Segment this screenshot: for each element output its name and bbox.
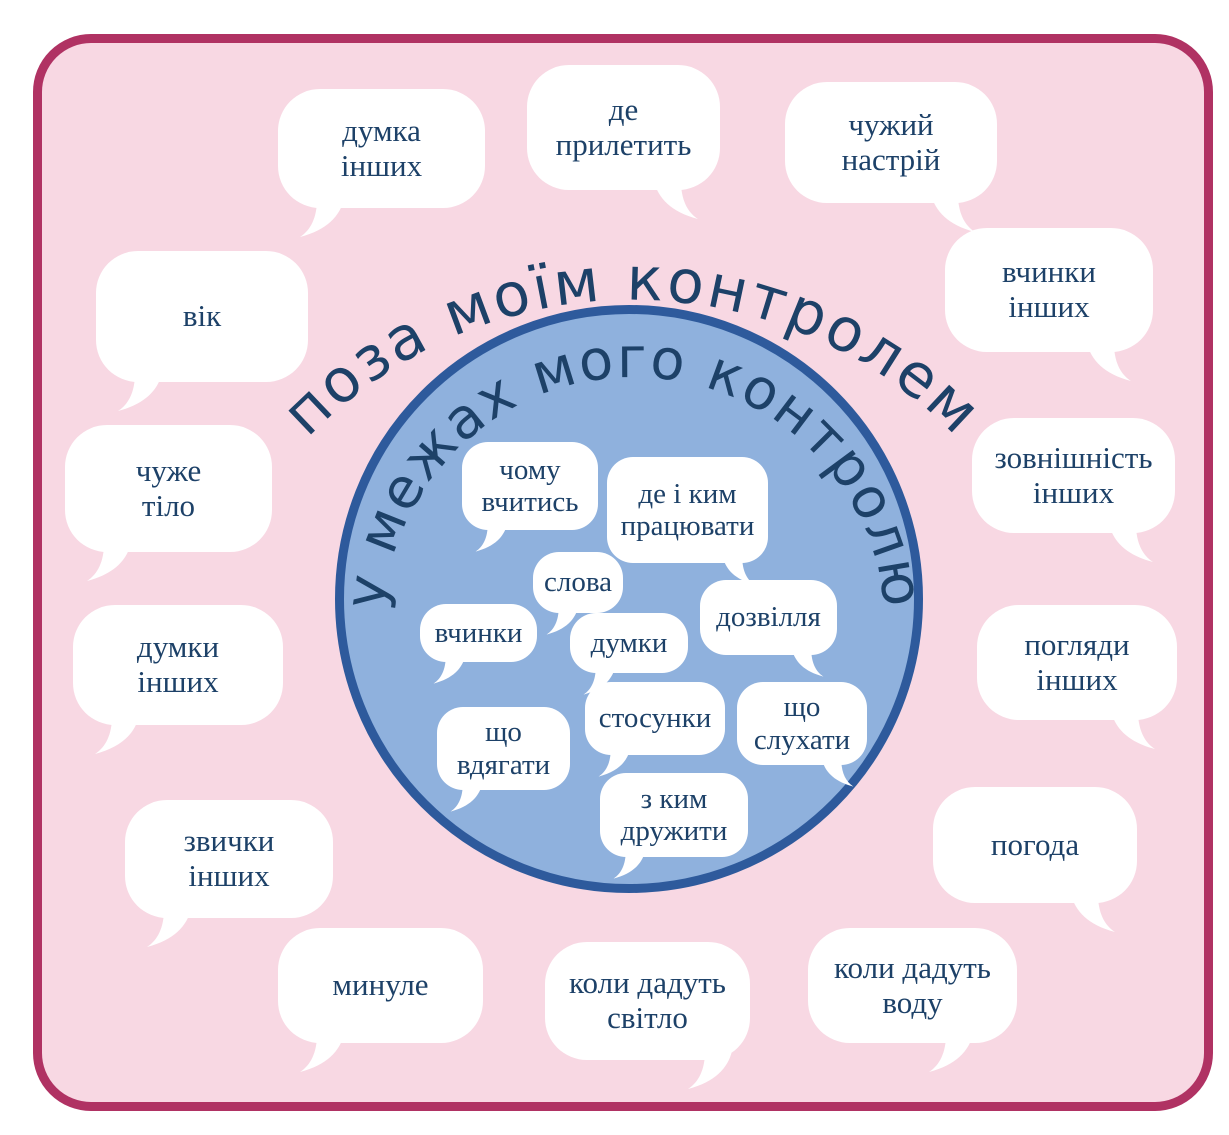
bubble-tail — [87, 543, 131, 581]
bubble-text: прилетить — [555, 126, 692, 162]
outer-bubble-de-pryletyt: де прилетить — [527, 65, 720, 219]
inner-bubble-vchynky: вчинки — [420, 604, 537, 684]
outer-bubble-koly-dadut-vodu: коли дадуть воду — [808, 928, 1017, 1072]
bubble-text: інших — [1008, 289, 1090, 324]
bubble-tail — [822, 759, 854, 787]
inner-bubble-shcho-slukhaty: що слухати — [737, 682, 867, 787]
bubble-text: чому — [499, 453, 561, 486]
bubble-text: вчинки — [1002, 254, 1096, 290]
outer-bubble-pohliady-inshykh: погляди інших — [977, 605, 1177, 749]
bubble-tail — [118, 373, 162, 411]
bubble-text: чужий — [848, 106, 934, 142]
bubble-text: коли дадуть — [834, 949, 991, 985]
bubble-text: що — [783, 691, 821, 724]
bubble-text: чуже — [135, 452, 202, 488]
bubble-tail — [583, 667, 615, 695]
outer-bubble-zvychky-inshykh: звички інших — [125, 800, 333, 947]
bubble-tail — [688, 1051, 732, 1089]
outer-bubble-dumka-inshykh: думка інших — [278, 89, 485, 237]
bubble-text: де і ким — [638, 477, 737, 510]
bubble-text: вік — [182, 298, 222, 334]
bubble-tail — [723, 557, 755, 585]
bubble-text: погода — [990, 826, 1080, 862]
bubble-text: інших — [1032, 474, 1115, 510]
bubble-text: думка — [342, 112, 421, 148]
bubble-text: зовнішність — [994, 439, 1153, 475]
inner-bubble-slova: слова — [533, 552, 623, 635]
bubble-tail — [147, 909, 191, 947]
bubble-tail — [931, 194, 975, 232]
bubble-text: інших — [1036, 661, 1118, 697]
outer-bubble-dumky-inshykh: думки інших — [73, 605, 283, 754]
bubble-text: стосунки — [598, 702, 712, 735]
bubble-tail — [433, 656, 465, 684]
bubble-text: дружити — [620, 815, 728, 847]
inner-bubble-dozvillia: дозвілля — [700, 580, 837, 677]
bubble-text: тіло — [141, 487, 196, 523]
bubble-tail — [1087, 343, 1131, 381]
outer-bubble-vik: вік — [96, 251, 308, 411]
inner-bubble-z-kym-druzhyty: з ким дружити — [600, 773, 748, 879]
bubble-text: коли дадуть — [569, 965, 726, 1001]
bubble-text: вдягати — [456, 748, 551, 781]
inner-bubble-chomu-vchytys: чому вчитись — [462, 442, 598, 552]
bubble-text: минуле — [332, 967, 429, 1003]
bubble-text: погляди — [1024, 626, 1130, 662]
bubble-text: вчитись — [481, 486, 579, 518]
bubble-text: слухати — [753, 723, 851, 756]
outer-bubble-chuzhe-tilo: чуже тіло — [65, 425, 272, 581]
bubble-text: інших — [137, 664, 219, 699]
bubble-text: настрій — [841, 141, 941, 177]
bubble-tail — [450, 784, 482, 812]
bubble-tail — [300, 1034, 344, 1072]
bubble-text: інших — [188, 858, 270, 893]
bubble-tail — [1071, 894, 1115, 932]
bubble-tail — [598, 749, 630, 777]
bubble-text: воду — [882, 984, 943, 1020]
bubble-text: думки — [136, 629, 220, 665]
bubble-text: інших — [340, 147, 423, 183]
inner-bubble-stosunky: стосунки — [585, 682, 725, 777]
bubble-tail — [95, 716, 139, 754]
bubble-text: вчинки — [434, 616, 523, 649]
outer-bubble-mynule: минуле — [278, 928, 483, 1072]
outer-bubble-pohoda: погода — [933, 787, 1137, 932]
bubble-tail — [546, 607, 578, 635]
bubble-tail — [1109, 524, 1153, 562]
bubble-text: працювати — [620, 510, 755, 542]
inner-bubble-shcho-vdiahaty: що вдягати — [437, 707, 570, 812]
bubble-text: слова — [543, 566, 613, 599]
outer-bubble-chuzhyi-nastrii: чужий настрій — [785, 82, 997, 232]
bubble-tail — [792, 649, 824, 677]
bubble-text: думки — [590, 626, 668, 659]
outer-bubble-koly-dadut-svitlo: коли дадуть світло — [545, 942, 750, 1089]
bubble-tail — [613, 851, 645, 879]
bubble-tail — [475, 524, 507, 552]
bubble-tail — [929, 1034, 973, 1072]
bubble-tail — [654, 181, 698, 219]
bubble-text: світло — [607, 1000, 688, 1035]
inner-bubble-dumky: думки — [570, 613, 688, 695]
inner-bubble-de-i-kym-pratsiuvaty: де і ким працювати — [607, 457, 768, 585]
bubble-text: що — [485, 716, 522, 749]
bubble-text: де — [608, 91, 639, 127]
bubble-text: дозвілля — [716, 601, 821, 634]
bubble-text: звички — [183, 823, 275, 859]
outer-bubble-vchynky-inshykh: вчинки інших — [945, 228, 1153, 381]
bubble-tail — [300, 199, 344, 237]
bubble-tail — [1111, 711, 1155, 749]
bubble-text: з ким — [640, 782, 708, 815]
outer-bubble-zovnishnist-inshykh: зовнішність інших — [972, 418, 1175, 562]
